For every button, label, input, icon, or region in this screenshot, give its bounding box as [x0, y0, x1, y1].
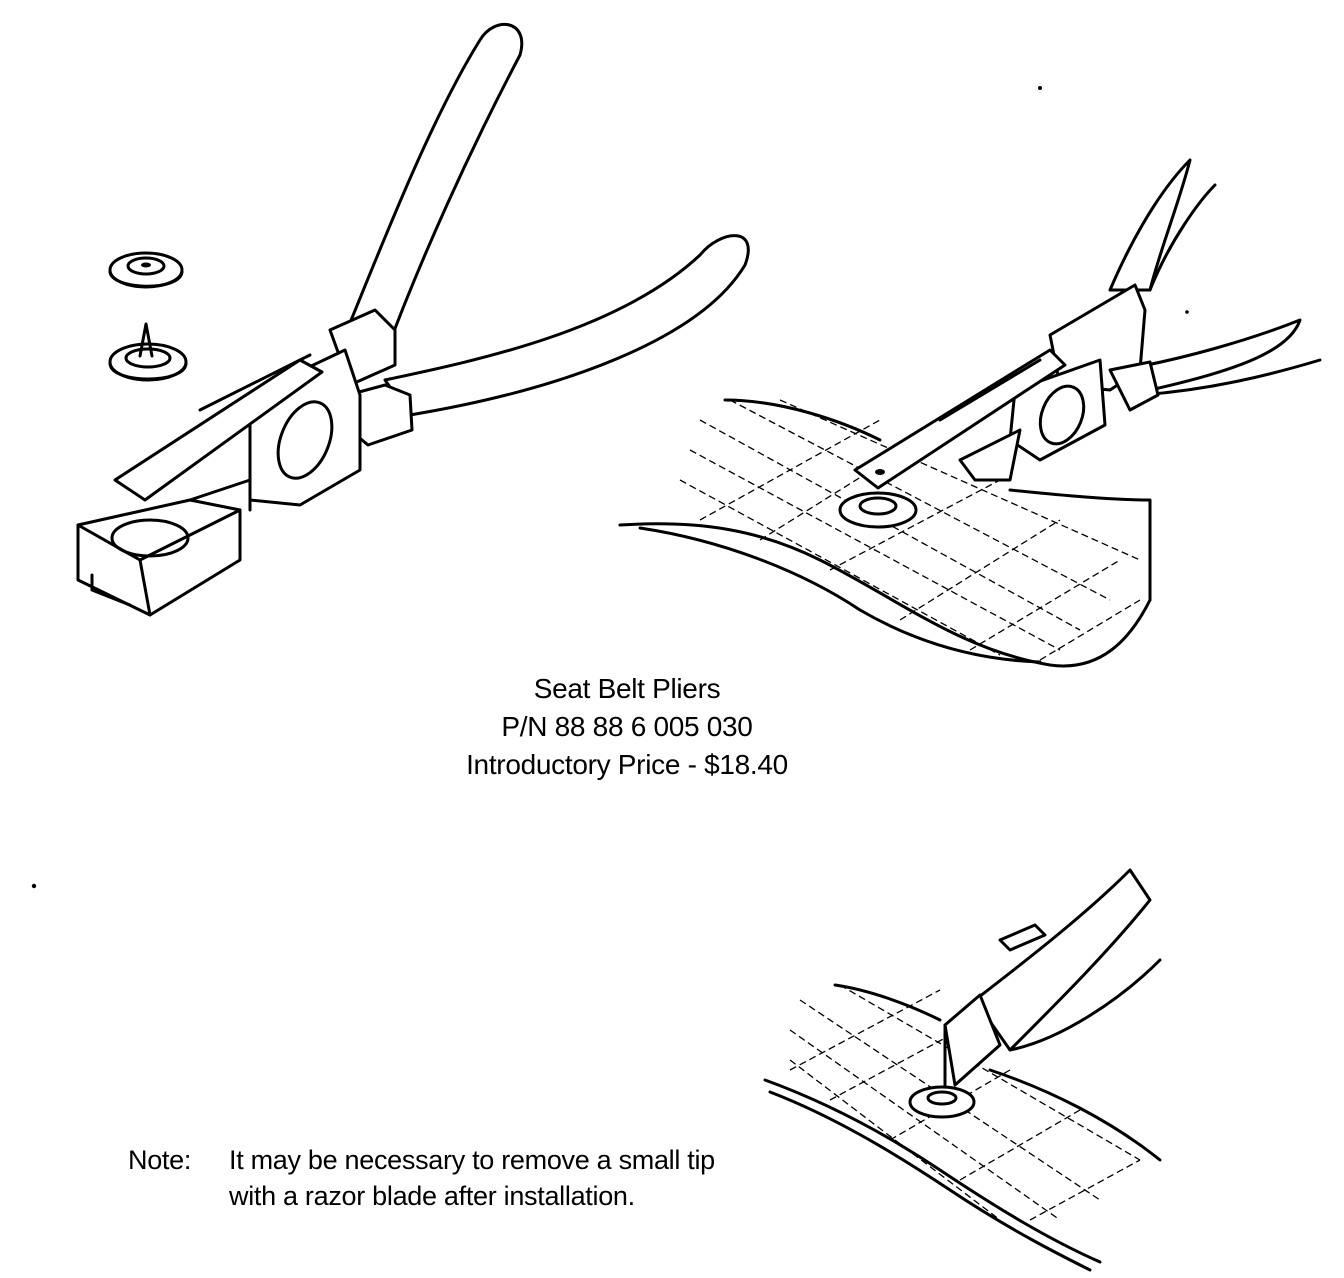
razor-blade-illustration — [763, 868, 1162, 1272]
note-text: It may be necessary to remove a small ti… — [229, 1142, 849, 1214]
pliers-tool-illustration — [76, 23, 750, 617]
product-caption: Seat Belt Pliers P/N 88 88 6 005 030 Int… — [372, 670, 882, 784]
pliers-on-belt-illustration — [618, 158, 1322, 668]
product-price: Introductory Price - $18.40 — [466, 749, 788, 780]
note-line-1: It may be necessary to remove a small ti… — [229, 1145, 715, 1175]
product-title: Seat Belt Pliers — [533, 673, 721, 704]
part-number: P/N 88 88 6 005 030 — [501, 711, 753, 742]
note-label: Note: — [128, 1145, 192, 1175]
note-line-2: with a razor blade after installation. — [229, 1181, 635, 1211]
